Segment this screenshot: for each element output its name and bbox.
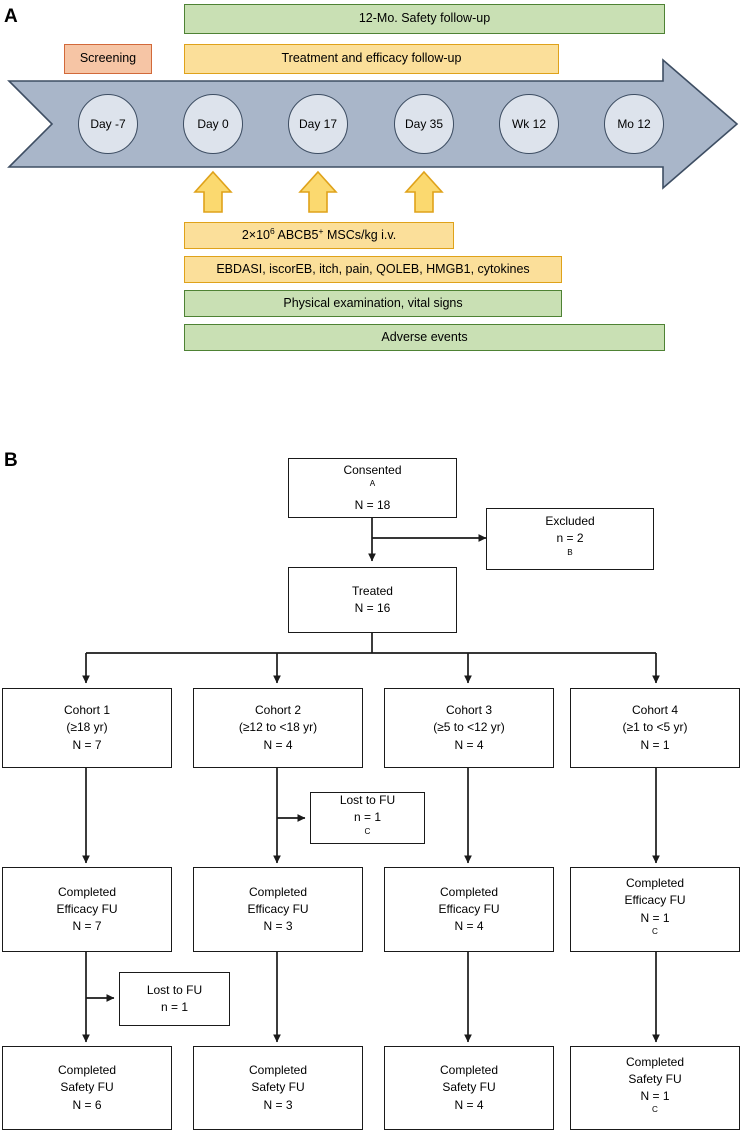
flowbox-safety-fu-1-count: N = 6 (72, 1097, 102, 1112)
flowbox-safety-fu-3: Completed Safety FU N = 4 (384, 1046, 554, 1130)
flowbox-safety-fu-4-line2: Safety FU (628, 1071, 682, 1086)
flowbox-efficacy-fu-2-line1: Completed (248, 884, 308, 899)
timepoint-day-35-label: Day 35 (404, 117, 444, 131)
flowbox-efficacy-fu-3-line2: Efficacy FU (438, 901, 500, 916)
flowbox-cohort-4-title: Cohort 4 (631, 703, 679, 718)
flowbox-safety-fu-4-line1: Completed (625, 1054, 685, 1069)
flowbox-lost-to-fu-cohort-1-count: n = 1 (160, 1000, 189, 1014)
flowbox-safety-fu-1: Completed Safety FU N = 6 (2, 1046, 172, 1130)
flowbox-safety-fu-1-line2: Safety FU (60, 1080, 114, 1095)
timepoint-day-minus-7: Day -7 (78, 94, 138, 154)
timepoint-day-17: Day 17 (288, 94, 348, 154)
flowbox-safety-fu-3-line1: Completed (439, 1063, 499, 1078)
assessment-bar-physical-exam: Physical examination, vital signs (184, 290, 562, 317)
flowbox-safety-fu-2: Completed Safety FU N = 3 (193, 1046, 363, 1130)
flowbox-cohort-3-title: Cohort 3 (445, 703, 493, 718)
assessment-bar-efficacy-assessments: EBDASI, iscorEB, itch, pain, QOLEB, HMGB… (184, 256, 562, 283)
flowbox-lost-to-fu-cohort-2-title: Lost to FU (339, 793, 396, 808)
flowbox-efficacy-fu-2-line2: Efficacy FU (247, 901, 309, 916)
flowbox-safety-fu-2-count: N = 3 (263, 1097, 293, 1112)
flowbox-lost-to-fu-cohort-1: Lost to FU n = 1 (119, 972, 230, 1026)
flowbox-cohort-4-count: N = 1 (640, 737, 670, 752)
flowbox-cohort-3-age: (≥5 to <12 yr) (433, 720, 505, 735)
flowbox-excluded-title: Excluded (545, 514, 595, 529)
assessment-bar-physical-exam-label: Physical examination, vital signs (283, 295, 463, 310)
flowbox-efficacy-fu-1-line1: Completed (57, 884, 117, 899)
flowbox-cohort-1-count: N = 7 (72, 737, 102, 752)
flowbox-consented-count: N = 18 (354, 497, 391, 512)
assessment-bar-adverse-events: Adverse events (184, 324, 665, 351)
flowbox-efficacy-fu-1-count: N = 7 (72, 919, 102, 934)
timeline-bar-safety-followup-label: 12-Mo. Safety follow-up (358, 11, 491, 26)
flowbox-cohort-4-age: (≥1 to <5 yr) (622, 720, 688, 735)
flowbox-cohort-3-count: N = 4 (454, 737, 484, 752)
flowbox-efficacy-fu-1: Completed Efficacy FU N = 7 (2, 867, 172, 952)
dose-arrow-day-35 (404, 170, 444, 213)
timepoint-wk-12: Wk 12 (499, 94, 559, 154)
dose-arrow-day-0 (193, 170, 233, 213)
timepoint-mo-12: Mo 12 (604, 94, 664, 154)
flowbox-efficacy-fu-1-line2: Efficacy FU (56, 901, 118, 916)
flowbox-cohort-3: Cohort 3 (≥5 to <12 yr) N = 4 (384, 688, 554, 768)
timepoint-day-0-label: Day 0 (197, 117, 229, 131)
panel-a-letter: A (4, 6, 18, 27)
flowbox-safety-fu-3-line2: Safety FU (442, 1080, 496, 1095)
flowbox-efficacy-fu-3-line1: Completed (439, 884, 499, 899)
panel-b-letter: B (4, 450, 18, 471)
assessment-bar-dose: 2×106 ABCB5+ MSCs/kg i.v. (184, 222, 454, 249)
flowbox-efficacy-fu-2-count: N = 3 (263, 919, 293, 934)
flowbox-efficacy-fu-4-line1: Completed (625, 876, 685, 891)
timepoint-day-0: Day 0 (183, 94, 243, 154)
assessment-bar-efficacy-assessments-label: EBDASI, iscorEB, itch, pain, QOLEB, HMGB… (216, 261, 530, 276)
flowbox-efficacy-fu-3: Completed Efficacy FU N = 4 (384, 867, 554, 952)
flowbox-safety-fu-3-count: N = 4 (454, 1097, 484, 1112)
timeline-bar-treatment-efficacy-followup: Treatment and efficacy follow-up (184, 44, 559, 74)
flowbox-cohort-1-title: Cohort 1 (63, 703, 111, 718)
timeline-arrow-band (7, 58, 739, 213)
timepoint-day-minus-7-label: Day -7 (90, 117, 126, 131)
flowbox-treated: Treated N = 16 (288, 567, 457, 633)
timeline-arrow-band-shape (7, 58, 739, 190)
timepoint-wk-12-label: Wk 12 (511, 117, 546, 131)
flowbox-cohort-4: Cohort 4 (≥1 to <5 yr) N = 1 (570, 688, 740, 768)
timeline-bar-treatment-efficacy-followup-label: Treatment and efficacy follow-up (281, 51, 462, 66)
flowbox-cohort-2-count: N = 4 (263, 737, 293, 752)
panel-b-consort-flowchart: B (0, 370, 743, 1135)
flowbox-treated-count: N = 16 (354, 601, 391, 615)
assessment-bar-adverse-events-label: Adverse events (381, 329, 468, 344)
assessment-bar-dose-label: 2×106 ABCB5+ MSCs/kg i.v. (241, 225, 397, 242)
flowbox-safety-fu-1-line1: Completed (57, 1063, 117, 1078)
timepoint-day-17-label: Day 17 (298, 117, 338, 131)
flowbox-cohort-2-age: (≥12 to <18 yr) (238, 720, 318, 735)
timepoint-mo-12-label: Mo 12 (617, 117, 651, 131)
flowbox-safety-fu-2-line2: Safety FU (251, 1080, 305, 1095)
dose-arrow-day-17 (298, 170, 338, 213)
timepoint-day-35: Day 35 (394, 94, 454, 154)
timeline-bar-safety-followup: 12-Mo. Safety follow-up (184, 4, 665, 34)
flowbox-cohort-1: Cohort 1 (≥18 yr) N = 7 (2, 688, 172, 768)
flowbox-efficacy-fu-4-line2: Efficacy FU (624, 893, 686, 908)
flowbox-cohort-2-title: Cohort 2 (254, 703, 302, 718)
flowbox-efficacy-fu-2: Completed Efficacy FU N = 3 (193, 867, 363, 952)
flowbox-cohort-2: Cohort 2 (≥12 to <18 yr) N = 4 (193, 688, 363, 768)
flowbox-safety-fu-2-line1: Completed (248, 1063, 308, 1078)
timeline-bar-screening: Screening (64, 44, 152, 74)
flowbox-cohort-1-age: (≥18 yr) (66, 720, 108, 735)
panel-a-study-timeline: A 12-Mo. Safety follow-up Treatment and … (0, 0, 743, 370)
timeline-bar-screening-label: Screening (79, 51, 137, 66)
flowbox-lost-to-fu-cohort-1-title: Lost to FU (146, 982, 203, 997)
flowbox-treated-title: Treated (352, 583, 393, 598)
flowbox-efficacy-fu-3-count: N = 4 (454, 919, 484, 934)
